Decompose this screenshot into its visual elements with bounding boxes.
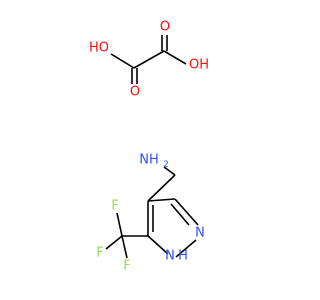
molecule-canvas: HO OH O O NH 2 N N H F F F (89, 20, 209, 274)
bond-c4-c5 (147, 198, 176, 202)
oh-right-label: OH (189, 58, 209, 73)
f-left-label: F (96, 246, 103, 261)
bond-n1-n2 (175, 239, 197, 258)
ring-n-label: N (195, 226, 205, 241)
ring-nh-n-label: N (165, 249, 175, 264)
o-carbonyl-left-label: O (130, 85, 140, 100)
bond-cf3-f-bottom (121, 235, 128, 259)
nh2-label: NH (139, 153, 159, 168)
bond-cf3-f-left (105, 235, 123, 250)
oh-left-label: HO (89, 41, 109, 56)
bond-cf3-f-top (116, 212, 123, 237)
bond-n-ch2 (163, 166, 176, 176)
pyrazole-amine: NH 2 N N H F F F (96, 153, 205, 274)
nh2-subscript-label: 2 (163, 160, 169, 170)
o-carbonyl-right-label: O (160, 20, 170, 35)
bond-c5-n1-a (174, 198, 199, 226)
bond-c2-oh (163, 50, 187, 65)
bond-c1-oh (110, 53, 135, 69)
bond-c5-n1-b (170, 203, 190, 226)
bond-ch2-c4 (147, 174, 176, 202)
bond-c-c (133, 50, 165, 69)
ring-nh-h-label: H (178, 249, 188, 264)
bond-n2-c3 (147, 235, 169, 255)
f-bottom-label: F (123, 259, 130, 274)
oxalic-acid: HO OH O O (89, 20, 209, 100)
f-top-label: F (111, 199, 118, 214)
